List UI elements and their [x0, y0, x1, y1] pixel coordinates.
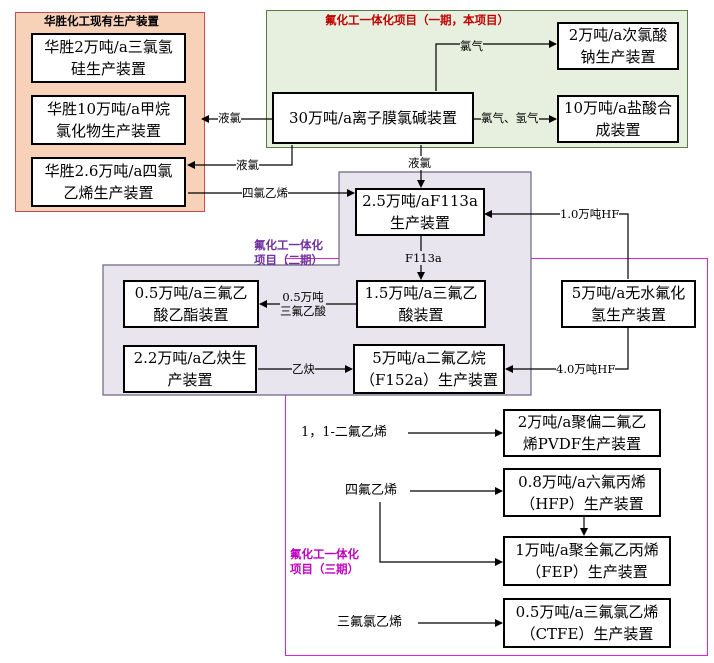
f152a-unit: 5万吨/a二氟乙烷 （F152a）生产装置: [353, 344, 505, 394]
huasheng-region-title: 华胜化工现有生产装置: [44, 14, 159, 28]
trifluoroacetate-ester-unit: 0.5万吨/a三氟乙 酸乙酯装置: [123, 280, 259, 328]
liquid-chlorine-label-3: 液氯: [408, 156, 431, 170]
methane-chloride-unit: 华胜10万吨/a甲烷 氯化物生产装置: [31, 95, 186, 145]
chlorine-hydrogen-label: 氯气、氢气: [481, 111, 539, 125]
f113a-label: F113a: [405, 251, 442, 265]
liquid-chlorine-label-1: 液氯: [218, 111, 241, 125]
ctfe-input: 三氟氯乙烯: [337, 615, 403, 630]
vdf-input: 1，1-二氟乙烯: [301, 425, 387, 440]
chlor-alkali-unit: 30万吨/a离子膜氯碱装置: [272, 92, 474, 144]
tfe-input: 四氟乙烯: [345, 483, 398, 498]
liquid-chlorine-label-2: 液氯: [236, 158, 259, 172]
pvdf-unit: 2万吨/a聚偏二氟乙 烯PVDF生产装置: [503, 409, 661, 457]
sodium-hypochlorite-unit: 2万吨/a次氯酸 钠生产装置: [557, 22, 679, 70]
tfe-fep-flow: [379, 502, 503, 566]
hydrochloric-acid-unit: 10万吨/a盐酸合 成装置: [557, 95, 679, 143]
hf-bottom-label: 4.0万吨HF: [556, 362, 616, 376]
ctfe-unit: 0.5万吨/a三氟氯乙烯 （CTFE）生产装置: [503, 598, 671, 648]
acetylene-label: 乙炔: [292, 362, 315, 376]
tfa-label: 0.5万吨 三氟乙酸: [280, 290, 326, 318]
tetrachloroethylene-label: 四氯乙烯: [242, 186, 288, 200]
phase1-region-title: 氟化工一体化项目（一期，本项目）: [325, 13, 509, 27]
fep-unit: 1万吨/a聚全氟乙丙烯 （FEP）生产装置: [503, 536, 671, 586]
hfp-unit: 0.8万吨/a六氟丙烯 （HFP）生产装置: [503, 468, 661, 517]
tetrachloroethylene-unit: 华胜2.6万吨/a四氯 乙烯生产装置: [31, 157, 186, 207]
acetylene-unit: 2.2万吨/a乙炔生 产装置: [123, 345, 257, 393]
hf-top-label: 1.0万吨HF: [560, 207, 620, 221]
trichlorosilane-unit: 华胜2万吨/a三氯氢 硅生产装置: [31, 33, 186, 83]
phase3-region-title: 氟化工一体化 项目（三期）: [290, 547, 359, 576]
phase2-region-title: 氟化工一体化 项目（二期）: [254, 238, 323, 267]
chlorine-gas-label: 氯气: [460, 39, 483, 53]
anhydrous-hf-unit: 5万吨/a无水氟化 氢生产装置: [561, 280, 696, 328]
chlorine-gas-flow: [435, 40, 557, 91]
hf-bottom-flow: [505, 327, 629, 373]
hf-top-flow: [484, 210, 629, 279]
trifluoroacetic-acid-unit: 1.5万吨/a三氟乙 酸装置: [356, 280, 486, 328]
liquid-chlorine-flow-2: [187, 145, 293, 169]
f113a-unit: 2.5万吨/aF113a 生产装置: [355, 188, 485, 236]
